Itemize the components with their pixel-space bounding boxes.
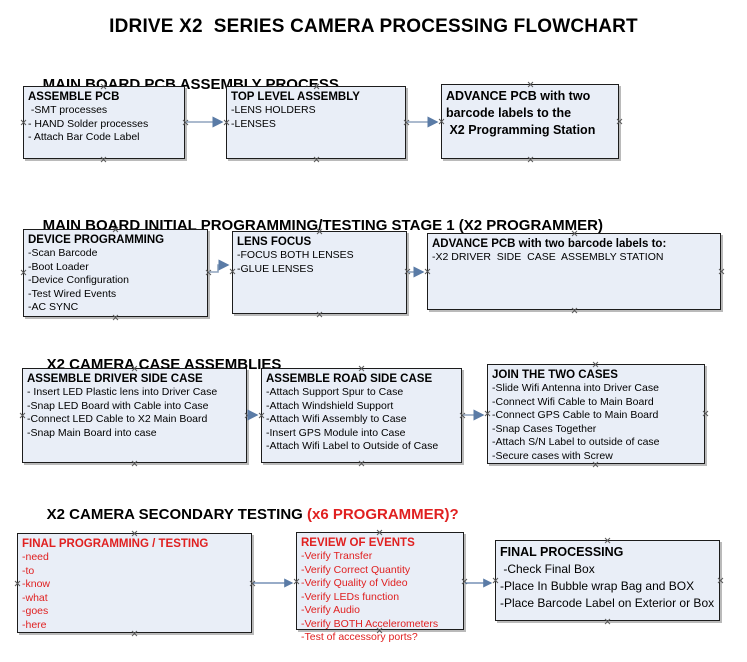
node-title: ADVANCE PCB with two barcode labels to: [432, 238, 667, 250]
page-title: IDRIVE X2 SERIES CAMERA PROCESSING FLOWC… [109, 16, 638, 37]
node-title: ASSEMBLE PCB [28, 91, 120, 103]
node-title: TOP LEVEL ASSEMBLY [231, 91, 360, 103]
node-line: -Verify Transfer [301, 550, 373, 562]
node-line: -Verify BOTH Accelerometers [301, 617, 439, 630]
node-line: -Place In Bubble wrap Bag and BOX [500, 579, 695, 593]
node-title: ADVANCE PCB with two [446, 89, 591, 103]
node-line: -Connect GPS Cable to Main Board [492, 409, 659, 421]
node-title: ASSEMBLE ROAD SIDE CASE [266, 373, 433, 385]
node-line: -Check Final Box [500, 562, 595, 576]
node-line: -Snap Main Board into case [27, 426, 157, 439]
node-line: -X2 DRIVER SIDE CASE ASSEMBLY STATION [432, 251, 664, 263]
node-top-level-assembly[interactable]: TOP LEVEL ASSEMBLY -LENS HOLDERS -LENSES [226, 86, 406, 159]
node-line: -Scan Barcode [28, 247, 98, 259]
node-line: -Attach S/N Label to outside of case [492, 436, 660, 448]
node-line: -SMT processes [28, 104, 108, 116]
node-line: -Attach Windshield Support [266, 399, 394, 412]
node-line: -GLUE LENSES [237, 262, 314, 275]
node-line: -Snap Cases Together [492, 422, 597, 435]
node-line: - Insert LED Plastic lens into Driver Ca… [27, 386, 218, 398]
node-assemble-driver-side-case[interactable]: ASSEMBLE DRIVER SIDE CASE - Insert LED P… [22, 368, 247, 463]
node-title: X2 Programming Station [446, 123, 596, 137]
node-title: FINAL PROGRAMMING / TESTING [22, 538, 209, 550]
node-review-of-events[interactable]: REVIEW OF EVENTS -Verify Transfer -Verif… [296, 532, 464, 643]
node-line: -Verify Quality of Video [301, 577, 408, 589]
node-line: -to [22, 564, 35, 577]
node-line: -Insert GPS Module into Case [266, 426, 406, 439]
node-advance-pcb-to-driver-case[interactable]: ADVANCE PCB with two barcode labels to: … [427, 233, 721, 310]
node-line: -what [22, 591, 48, 604]
node-title: FINAL PROCESSING [500, 545, 624, 559]
node-final-processing[interactable]: FINAL PROCESSING -Check Final Box -Place… [495, 540, 720, 621]
node-line: -here [22, 618, 47, 631]
node-line: - Attach Bar Code Label [28, 131, 140, 143]
node-join-the-two-cases[interactable]: JOIN THE TWO CASES -Slide Wifi Antenna i… [487, 364, 705, 464]
node-title: DEVICE PROGRAMMING [28, 234, 165, 246]
node-title: REVIEW OF EVENTS [301, 537, 415, 549]
node-line: -Place Barcode Label on Exterior or Box [500, 596, 715, 610]
node-title: LENS FOCUS [237, 236, 312, 248]
node-line: -Verify Audio [301, 604, 360, 616]
node-line: -Test Wired Events [28, 287, 117, 300]
node-line: -Snap LED Board with Cable into Case [27, 399, 209, 412]
node-line: -Verify LEDs function [301, 590, 400, 603]
node-title: barcode labels to the [446, 106, 572, 120]
node-title: JOIN THE TWO CASES [492, 369, 618, 381]
node-line-overflow: -Test of accessory ports? [301, 631, 418, 643]
arrow-device-to-lens [209, 259, 230, 273]
node-assemble-road-side-case[interactable]: ASSEMBLE ROAD SIDE CASE -Attach Support … [261, 368, 462, 463]
node-lens-focus[interactable]: LENS FOCUS -FOCUS BOTH LENSES -GLUE LENS… [232, 231, 407, 314]
node-line: -Boot Loader [28, 260, 89, 273]
node-line: -Attach Wifi Label to Outside of Case [266, 440, 439, 452]
node-line: -LENS HOLDERS [231, 104, 316, 116]
node-line: -Secure cases with Screw [492, 449, 613, 462]
node-line: -Attach Wifi Assembly to Case [266, 413, 407, 425]
section-heading-4-note: (x6 PROGRAMMER)? [306, 506, 459, 523]
node-line: -Connect Wifi Cable to Main Board [492, 395, 654, 408]
section-heading-4: X2 CAMERA SECONDARY TESTING (x6 PROGRAMM… [30, 489, 459, 540]
section-heading-4-text: X2 CAMERA SECONDARY TESTING [46, 506, 307, 523]
node-line: -goes [22, 605, 49, 617]
node-line: -Device Configuration [28, 274, 129, 286]
node-line: -know [22, 578, 51, 590]
node-title: ASSEMBLE DRIVER SIDE CASE [27, 373, 203, 385]
node-line: -Attach Support Spur to Case [266, 386, 404, 398]
node-line: -FOCUS BOTH LENSES [237, 249, 354, 261]
node-final-programming-testing[interactable]: FINAL PROGRAMMING / TESTING -need -to -k… [17, 533, 252, 633]
node-line: -need [22, 551, 49, 563]
node-assemble-pcb[interactable]: ASSEMBLE PCB -SMT processes - HAND Solde… [23, 86, 185, 159]
node-advance-pcb-to-x2-station[interactable]: ADVANCE PCB with two barcode labels to t… [441, 84, 619, 159]
node-line: -Connect LED Cable to X2 Main Board [27, 413, 208, 425]
node-line: - HAND Solder processes [28, 117, 149, 130]
node-line: -Verify Correct Quantity [301, 563, 411, 576]
node-line: -LENSES [231, 117, 276, 130]
node-line: -Slide Wifi Antenna into Driver Case [492, 382, 659, 394]
node-line: -AC SYNC [28, 301, 79, 313]
node-device-programming[interactable]: DEVICE PROGRAMMING -Scan Barcode -Boot L… [23, 229, 208, 317]
